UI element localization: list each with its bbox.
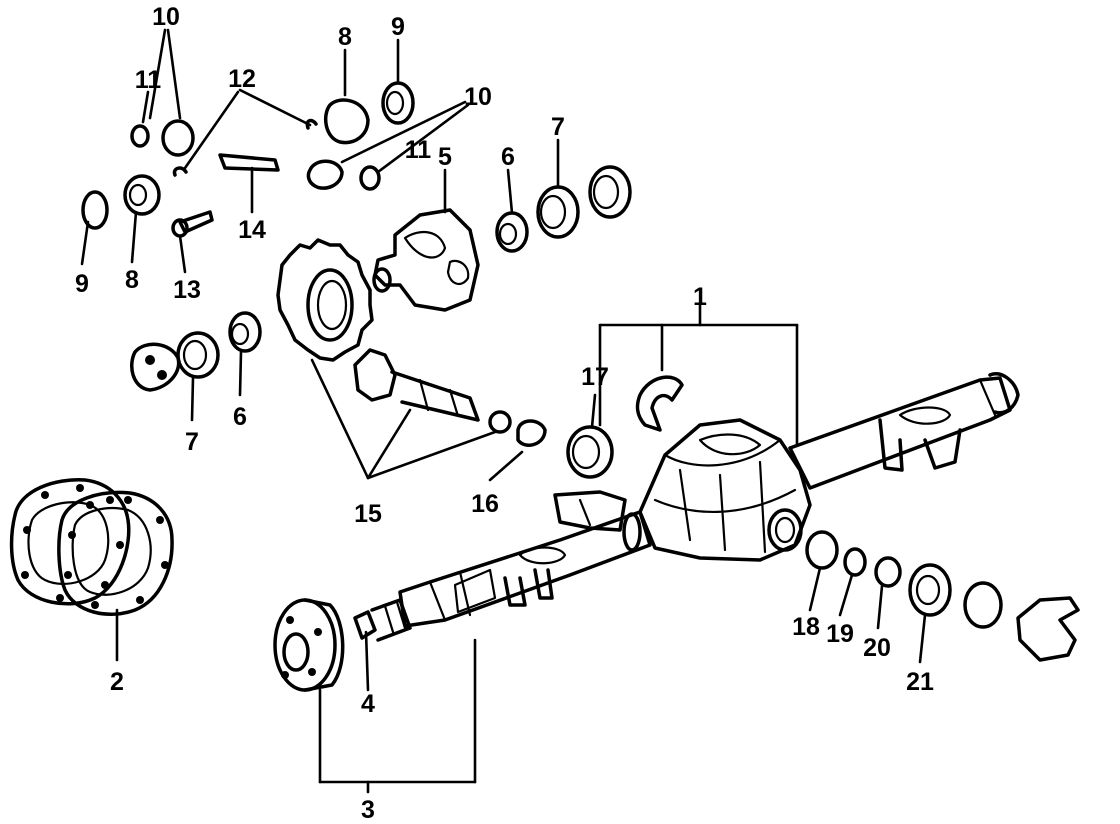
callout-6-right: 6 xyxy=(501,143,515,171)
callout-2: 2 xyxy=(110,668,124,696)
callout-15: 15 xyxy=(354,500,382,528)
right-bearing-set xyxy=(495,165,632,253)
pinion-bearing-cup xyxy=(566,425,614,479)
callout-9-left: 9 xyxy=(75,270,89,298)
callout-21: 21 xyxy=(906,668,934,696)
callout-11-right: 11 xyxy=(405,136,432,164)
callout-5: 5 xyxy=(438,143,452,171)
callout-3: 3 xyxy=(361,796,375,824)
callout-7-right: 7 xyxy=(551,113,565,141)
callout-1: 1 xyxy=(693,283,707,311)
axle-housing xyxy=(398,372,1020,628)
companion-flange xyxy=(273,598,345,692)
callout-18: 18 xyxy=(792,613,820,641)
callout-8-left: 8 xyxy=(125,266,139,294)
leader-lines xyxy=(80,28,927,794)
callout-9-top: 9 xyxy=(391,13,405,41)
callout-20: 20 xyxy=(863,634,891,662)
callout-17: 17 xyxy=(581,363,609,391)
left-bearing-set xyxy=(130,311,262,392)
pinion-nut xyxy=(353,598,412,642)
callout-7-left: 7 xyxy=(185,428,199,456)
differential-small-parts xyxy=(81,81,415,238)
callout-19: 19 xyxy=(826,620,854,648)
axle-bearing-set xyxy=(805,530,1080,662)
drive-pinion xyxy=(353,348,547,447)
callout-13: 13 xyxy=(173,276,201,304)
cover-gasket xyxy=(57,490,174,616)
callout-10-right: 10 xyxy=(464,83,492,111)
differential-case xyxy=(372,208,480,312)
callout-10-top: 10 xyxy=(152,3,180,31)
differential-cover xyxy=(9,478,131,606)
callout-labels: 1 2 3 4 5 6 6 7 7 8 8 9 9 10 10 11 11 12… xyxy=(75,3,934,824)
callout-12: 12 xyxy=(228,65,256,93)
ring-gear xyxy=(276,238,374,362)
callout-16: 16 xyxy=(471,490,499,518)
callout-11-top: 11 xyxy=(135,66,162,94)
callout-14: 14 xyxy=(238,216,266,244)
callout-8-top: 8 xyxy=(338,23,352,51)
callout-6-left: 6 xyxy=(233,403,247,431)
callout-4: 4 xyxy=(361,690,375,718)
